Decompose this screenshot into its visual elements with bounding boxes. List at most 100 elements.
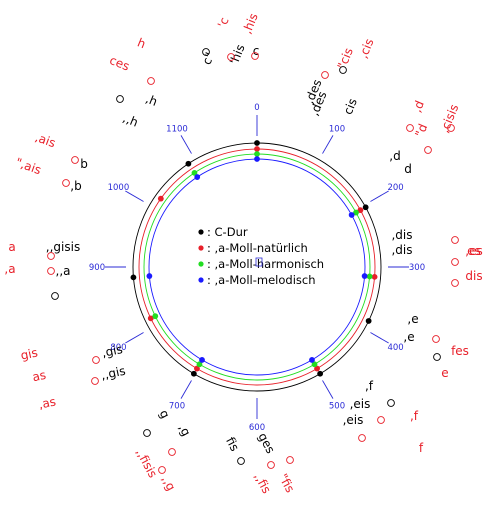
cent-tick-label: 900 [89, 263, 105, 273]
scale-point-c-dur [254, 140, 260, 146]
note-label: fis [223, 435, 242, 454]
cent-tick-label: 100 [329, 124, 345, 134]
scale-point-a-moll-natuerlich [194, 365, 200, 372]
note-marker [406, 124, 414, 132]
note-marker [377, 416, 385, 424]
scale-point-a-moll-harmonisch [366, 273, 373, 280]
note-marker [237, 457, 245, 465]
legend-dot-a-moll-natuerlich [198, 245, 204, 251]
scale-point-c-dur [365, 318, 372, 324]
center-marker [255, 257, 263, 267]
note-label: b [80, 157, 88, 171]
note-label: ",ais [14, 155, 43, 177]
scale-point-a-moll-melodisch [309, 357, 315, 363]
note-label: ,d [389, 149, 400, 163]
cent-tick-label: 400 [387, 343, 403, 353]
note-label: ,eis [350, 397, 371, 411]
note-marker [339, 66, 347, 74]
scale-point-a-moll-natuerlich [314, 365, 320, 372]
legend-dot-c-dur [198, 229, 204, 235]
scale-point-a-moll-natuerlich [357, 207, 364, 214]
cent-spoke [370, 190, 389, 202]
note-marker [51, 292, 59, 300]
legend-dot-a-moll-melodisch [198, 277, 204, 283]
note-label: fes [451, 344, 469, 358]
scale-point-a-moll-natuerlich [371, 273, 378, 280]
cent-tick-label: 300 [409, 263, 425, 273]
note-label: ,b [70, 179, 81, 193]
legend-label-a-moll-harmonisch: : ,a-Moll-harmonisch [207, 257, 324, 271]
note-marker [168, 448, 176, 456]
cent-tick-label: 500 [329, 402, 345, 412]
note-label: ,,gisis [46, 240, 80, 254]
note-label: "d [412, 122, 430, 139]
note-marker [447, 124, 455, 132]
scale-point-a-moll-natuerlich [157, 195, 164, 202]
cent-spoke [125, 190, 144, 202]
note-marker [321, 71, 329, 79]
note-label: ,cisis [437, 102, 461, 135]
note-label: ,,fis [251, 470, 273, 496]
note-label: ,es [465, 244, 482, 258]
note-marker [92, 356, 100, 364]
cent-tick-label: 600 [249, 423, 265, 433]
cent-tick-label: 200 [387, 183, 403, 193]
note-marker [47, 252, 55, 260]
scale-point-c-dur [362, 204, 369, 211]
scale-point-a-moll-harmonisch [353, 209, 359, 216]
note-marker [62, 179, 70, 187]
cent-spoke [125, 332, 144, 344]
note-marker [286, 456, 294, 464]
note-label: ,,h [121, 111, 140, 130]
scale-point-a-moll-natuerlich [254, 146, 260, 152]
note-label: ,,fisis [133, 446, 160, 480]
scale-point-a-moll-melodisch [254, 156, 260, 162]
scale-point-a-moll-melodisch [199, 357, 205, 363]
note-label: c" [200, 50, 218, 66]
note-marker [147, 77, 155, 85]
scale-point-a-moll-harmonisch [311, 361, 318, 368]
note-label: ,g [176, 422, 194, 439]
cent-spoke [370, 332, 389, 344]
note-marker [451, 279, 459, 287]
cent-spoke [180, 135, 192, 154]
cent-spoke [322, 380, 334, 399]
cent-tick-label: 1100 [166, 124, 188, 134]
note-marker [433, 353, 441, 361]
note-marker [143, 429, 151, 437]
scale-point-c-dur [185, 160, 192, 167]
note-label: e [441, 366, 448, 380]
note-marker [387, 399, 395, 407]
legend-label-a-moll-natuerlich: : ,a-Moll-natürlich [207, 241, 308, 255]
scale-point-a-moll-natuerlich [147, 315, 154, 322]
note-marker [202, 48, 210, 56]
note-label: a [8, 240, 15, 254]
note-label: ,e [403, 330, 414, 344]
note-label: h [135, 35, 147, 51]
note-label: c [253, 44, 260, 58]
note-label: ,eis [343, 413, 364, 427]
note-marker [158, 466, 166, 474]
note-label: ,his [240, 11, 261, 36]
note-label: g [157, 407, 173, 420]
note-label: ,h [144, 92, 160, 109]
scale-point-a-moll-harmonisch [254, 151, 260, 157]
cent-tick-label: 0 [254, 103, 259, 113]
note-marker [432, 335, 440, 343]
note-label: dis [465, 269, 482, 283]
legend-label-a-moll-melodisch: : ,a-Moll-melodisch [207, 273, 316, 287]
note-marker [358, 434, 366, 442]
note-label: d [404, 162, 412, 176]
cent-spoke [180, 380, 192, 399]
note-marker [227, 53, 235, 61]
note-label: ,a [4, 262, 15, 276]
note-marker [424, 146, 432, 154]
cent-tick-label: 800 [110, 343, 126, 353]
scale-point-a-moll-melodisch [361, 273, 368, 279]
note-label: ,dis [391, 228, 412, 242]
note-marker [267, 461, 275, 469]
note-label: 'c [215, 15, 232, 29]
scale-point-a-moll-harmonisch [196, 361, 203, 368]
scale-point-c-dur [190, 370, 197, 377]
scale-point-c-dur [317, 370, 324, 377]
